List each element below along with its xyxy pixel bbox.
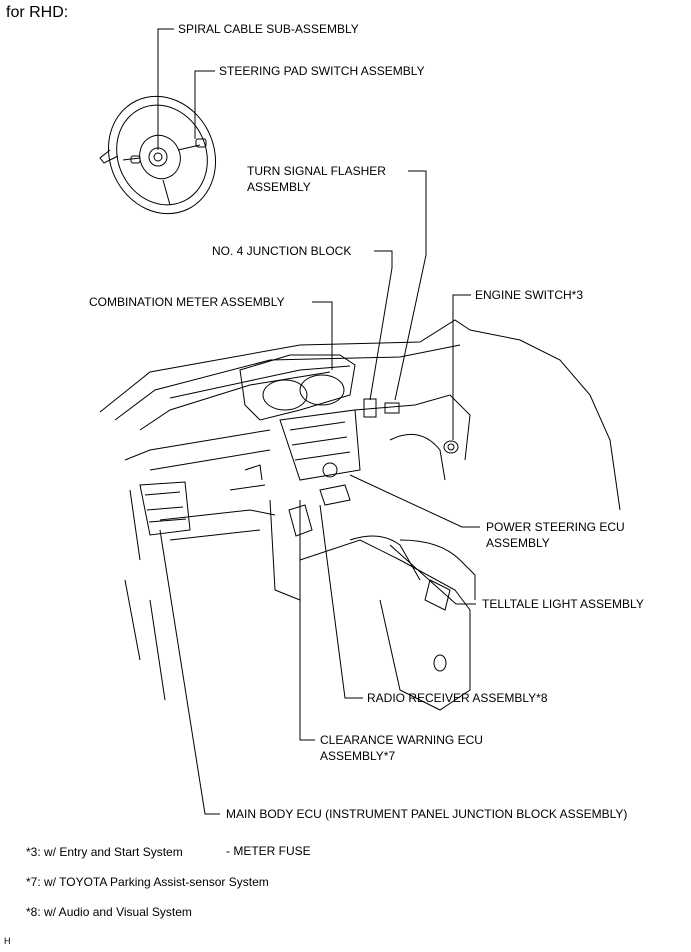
component-drawings: [139, 398, 459, 537]
steering-pad-switch-label: STEERING PAD SWITCH ASSEMBLY: [219, 64, 425, 78]
footnote-8: *8: w/ Audio and Visual System: [26, 905, 192, 919]
steering-wheel-drawing: [99, 95, 217, 215]
junction-block-label: NO. 4 JUNCTION BLOCK: [212, 244, 352, 258]
radio-receiver-label: RADIO RECEIVER ASSEMBLY*8: [367, 691, 548, 705]
leader-lines: [157, 28, 480, 815]
meter-fuse-label: - METER FUSE: [226, 844, 311, 858]
dashboard-drawing: [99, 319, 621, 711]
turn-signal-flasher-label-line1: TURN SIGNAL FLASHER: [247, 164, 386, 178]
combination-meter-label: COMBINATION METER ASSEMBLY: [89, 295, 285, 309]
clearance-warning-ecu-label-line1: CLEARANCE WARNING ECU: [320, 733, 483, 747]
footnote-3: *3: w/ Entry and Start System: [26, 845, 183, 859]
engine-switch-label: ENGINE SWITCH*3: [475, 288, 584, 302]
power-steering-ecu-label-line2: ASSEMBLY: [486, 536, 550, 550]
diagram-heading: for RHD:: [6, 4, 69, 21]
turn-signal-flasher-label-line2: ASSEMBLY: [247, 180, 311, 194]
telltale-light-label: TELLTALE LIGHT ASSEMBLY: [482, 597, 644, 611]
spiral-cable-label: SPIRAL CABLE SUB-ASSEMBLY: [178, 22, 359, 36]
main-body-ecu-label: MAIN BODY ECU (INSTRUMENT PANEL JUNCTION…: [226, 807, 628, 821]
footnote-7: *7: w/ TOYOTA Parking Assist-sensor Syst…: [26, 875, 269, 889]
figure-code: H: [4, 936, 11, 946]
power-steering-ecu-label-line1: POWER STEERING ECU: [486, 520, 625, 534]
clearance-warning-ecu-label-line2: ASSEMBLY*7: [320, 749, 396, 763]
